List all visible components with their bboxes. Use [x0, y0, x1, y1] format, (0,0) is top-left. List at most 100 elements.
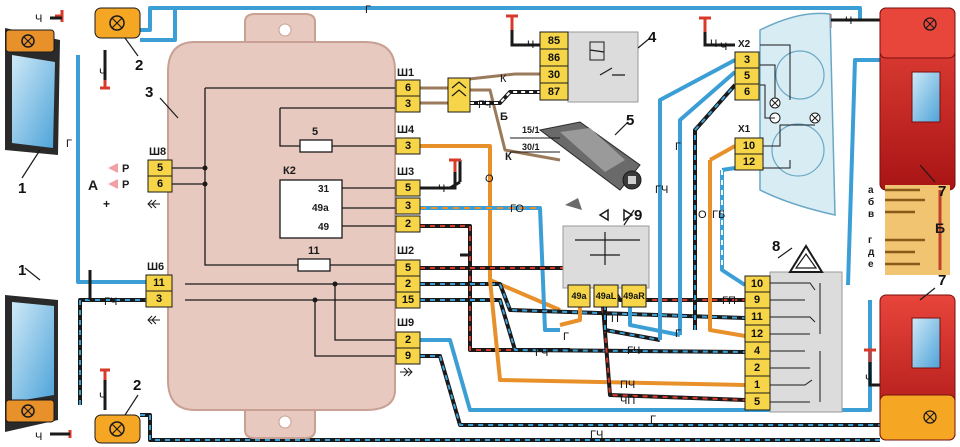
num-9: 9 — [634, 207, 642, 224]
indicator-lamp-bottom — [94, 414, 141, 444]
sh2-name: Ш2 — [397, 245, 414, 257]
insert-b-letter-e: е — [868, 259, 874, 270]
wl-g-top: Г — [365, 4, 371, 16]
sh2-pin-15: 15 — [402, 294, 414, 306]
num-1-top: 1 — [18, 180, 26, 197]
sw8-pin-12: 12 — [751, 328, 763, 340]
control-unit-3: 5 11 К2 31 49a 49 — [150, 13, 396, 439]
turn-switch-9: 49a 49aL 49aR — [562, 198, 650, 308]
indicator-lamp-top — [94, 7, 141, 39]
letter-b: Б — [935, 220, 945, 236]
x2-pin-6: 6 — [744, 86, 750, 98]
sw8-pin-10: 10 — [751, 278, 763, 290]
ground-wires-black — [50, 16, 880, 436]
wl-ch-2bot: Ч — [99, 391, 106, 403]
num-2-top: 2 — [135, 57, 143, 74]
ign-terminal-15-1: 15/1 — [522, 125, 540, 135]
sh8-name: Ш8 — [149, 146, 166, 158]
ign-terminal-30-1: 30/1 — [522, 142, 540, 152]
sh1-pin-6: 6 — [405, 82, 411, 94]
wl-ch-relay-in: Ч — [710, 38, 717, 50]
side-repeater-top — [5, 28, 60, 155]
sh6-name: Ш6 — [147, 261, 164, 273]
sh9-pin-2: 2 — [405, 334, 411, 346]
sh4-name: Ш4 — [397, 124, 415, 136]
x2-pin-3: 3 — [744, 54, 750, 66]
wire-color-labels: Ч Г Ч К ГЧ Г ГЧ О ГО Г ГЧ О ГБ ГП ГП Г Г… — [35, 4, 872, 443]
sw9-pin-49aL: 49aL — [596, 291, 617, 301]
sh6-pin-3: 3 — [156, 293, 162, 305]
num-3: 3 — [145, 84, 153, 101]
relay4-pin-30: 30 — [548, 69, 560, 81]
insert-b-letter-a: а — [868, 185, 874, 196]
relay4-pin-86: 86 — [548, 52, 560, 64]
wl-go-mid: ГО — [510, 203, 524, 215]
plus-label: + — [103, 197, 110, 211]
fuse-5 — [299, 139, 333, 153]
ign-label-b: Б — [500, 111, 508, 123]
wl-ch-sh3: Ч — [438, 183, 445, 195]
wire-cluster-1 — [658, 58, 736, 340]
num-7-bottom: 7 — [938, 272, 946, 289]
relay-k2-pin-49: 49 — [318, 222, 330, 233]
x2-pin-5: 5 — [744, 70, 750, 82]
wl-g-left: Г — [66, 138, 72, 150]
sh2-pin-2: 2 — [405, 278, 411, 290]
sh9-name: Ш9 — [397, 317, 414, 329]
sh3-pin-5: 5 — [405, 182, 411, 194]
wl-o-right: О — [698, 209, 707, 221]
wl-g-mid: Г — [675, 141, 681, 153]
wl-k-relay: К — [500, 73, 507, 85]
wl-ch-x2: Ч — [720, 41, 727, 53]
side-repeater-bottom — [5, 295, 58, 432]
insert-b: а б в г д е Б — [868, 185, 950, 275]
wire-orange-8 — [488, 279, 746, 387]
wire-49a — [559, 305, 582, 327]
insert-b-letter-v: в — [868, 209, 874, 220]
num-8: 8 — [772, 238, 780, 255]
relay4-pin-87: 87 — [548, 86, 560, 98]
wire-left-blue — [76, 55, 150, 284]
wire-coupler — [447, 77, 471, 113]
wl-ch-top1: Ч — [35, 13, 42, 25]
letter-a: А — [88, 177, 98, 193]
hazard-switch-8: 10 9 11 12 4 2 1 5 — [744, 244, 843, 413]
wire-cluster-x1 — [708, 160, 746, 338]
sh1-name: Ш1 — [397, 67, 414, 79]
sh3-pin-2: 2 — [405, 218, 411, 230]
sh9-pin-9: 9 — [405, 350, 411, 362]
relay-k2 — [279, 179, 343, 239]
wl-ch-relay: Ч — [527, 39, 534, 51]
ign-label-k: К — [505, 151, 512, 163]
num-4: 4 — [648, 29, 657, 46]
wl-ch-bot-left: Ч — [35, 431, 42, 443]
num-2-bottom: 2 — [133, 377, 141, 394]
wl-gch-mid: ГЧ — [478, 99, 491, 111]
wire-top-blue — [140, 6, 862, 32]
pin-blocks: 6 3 Ш1 3 Ш4 5 3 2 Ш3 5 2 15 Ш2 2 9 Ш9 5 … — [145, 67, 421, 365]
fuse-11-label: 11 — [308, 245, 320, 257]
rear-light-bottom — [879, 294, 956, 441]
relay-k2-pin-31: 31 — [318, 184, 330, 195]
sh1-pin-3: 3 — [405, 98, 411, 110]
ignition-switch-5: 15/1 30/1 Б К — [500, 111, 642, 191]
wl-ch-2top: Ч — [99, 67, 106, 79]
x2-name: X2 — [738, 39, 751, 50]
sh3-pin-3: 3 — [405, 200, 411, 212]
sw9-pin-49a: 49a — [571, 291, 587, 301]
x1-name: X1 — [738, 124, 751, 135]
num-5: 5 — [626, 112, 634, 129]
wl-g-bottom: Г — [650, 414, 656, 426]
component-numbers: 1 1 2 2 3 4 5 7 7 8 9 — [18, 29, 946, 416]
wl-gch-bottom: ГЧ — [590, 429, 603, 441]
relay-4: 85 86 30 87 — [539, 31, 639, 103]
sw9-pin-49aR: 49aR — [623, 291, 645, 301]
sh8-side-inputs: Р Р + А — [88, 163, 413, 377]
wl-gch-left: ГЧ — [104, 296, 117, 308]
wire-sh4-orange — [420, 144, 561, 312]
wl-pch-low: ПЧ — [620, 379, 635, 391]
wl-o-mid: О — [485, 173, 494, 185]
fuse-5-label: 5 — [312, 126, 318, 138]
num-7-top: 7 — [938, 183, 946, 200]
